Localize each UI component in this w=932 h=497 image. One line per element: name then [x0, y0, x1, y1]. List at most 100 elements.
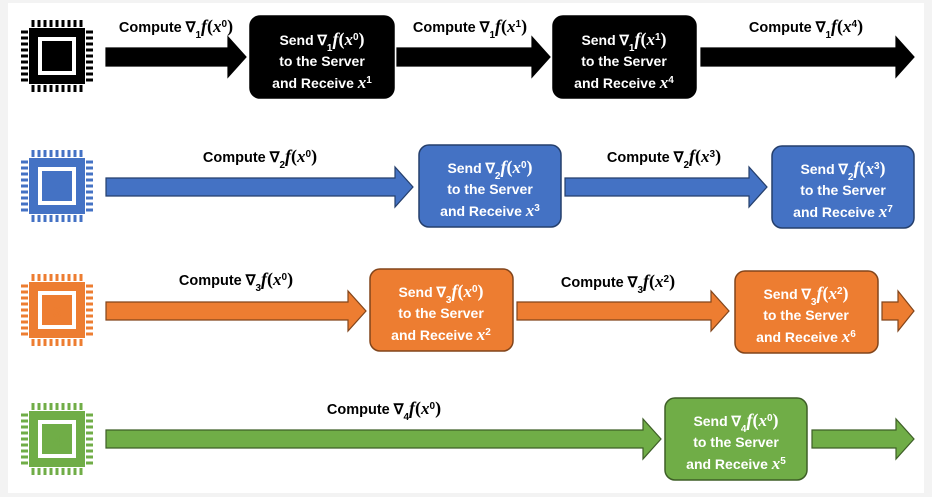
chip-pin: [21, 449, 28, 453]
chip-pin: [21, 178, 28, 182]
chip-pin: [86, 332, 93, 336]
chip-pin: [31, 150, 35, 157]
chip-pin: [21, 160, 28, 164]
chip-pin: [31, 468, 35, 475]
chip-pin: [86, 196, 93, 200]
chip-icon-3: [21, 274, 93, 346]
chip-pin: [86, 296, 93, 300]
chip-pin: [73, 215, 77, 222]
chip-icon-1: [21, 20, 93, 92]
chip-pin: [37, 339, 41, 346]
arrow-4-1: [105, 417, 662, 461]
chip-pin: [21, 302, 28, 306]
chip-pin: [79, 215, 83, 222]
chip-pin: [43, 20, 47, 27]
chip-core: [38, 37, 76, 75]
chip-pin: [43, 403, 47, 410]
chip-pin: [79, 20, 83, 27]
chip-pin: [86, 431, 93, 435]
chip-pin: [86, 290, 93, 294]
chip-pin: [21, 461, 28, 465]
chip-pin: [43, 215, 47, 222]
chip-pin: [21, 30, 28, 34]
chip-icon-4: [21, 403, 93, 475]
chip-pin: [49, 468, 53, 475]
row-2: 2 Compute ∇2f(x0) Compute ∇2f(x3) Send ∇…: [21, 144, 915, 229]
server-line: to the Server: [279, 53, 365, 69]
chip-pin: [37, 403, 41, 410]
chip-label-2: 2: [53, 180, 61, 197]
chip-pin: [43, 274, 47, 281]
chip-pin: [21, 202, 28, 206]
server-line: to the Server: [398, 305, 484, 321]
send-box-1-2: [552, 15, 697, 99]
receive-line: and Receive x7: [793, 202, 893, 221]
chip-pin: [55, 215, 59, 222]
chip-pin: [21, 431, 28, 435]
send-line: Send ∇2f(x3): [800, 158, 885, 183]
arrow-label-4-1: Compute ∇4f(x0): [327, 398, 441, 423]
arrow-1-3: [700, 35, 915, 79]
row-1: 1 Compute ∇1f(x0) Compute ∇1f(x1) Comput…: [21, 15, 915, 99]
receive-line: and Receive x1: [272, 73, 372, 92]
chip-pin: [67, 403, 71, 410]
chip-pin: [67, 339, 71, 346]
arrow-2-1: [105, 165, 414, 209]
chip-pin: [55, 20, 59, 27]
chip-pin: [49, 150, 53, 157]
chip-pin: [86, 166, 93, 170]
chip-pin: [86, 178, 93, 182]
chip-pin: [86, 54, 93, 58]
arrow-label-1-3: Compute ∇1f(x4): [749, 16, 863, 41]
chip-core: [38, 291, 76, 329]
chip-pin: [86, 308, 93, 312]
chip-pin: [86, 72, 93, 76]
arrow-label-2-2: Compute ∇2f(x3): [607, 146, 721, 171]
chip-pin: [21, 332, 28, 336]
send-line: Send ∇4f(x0): [693, 410, 778, 435]
arrow-label-3-2: Compute ∇3f(x2): [561, 271, 675, 296]
server-line: to the Server: [800, 182, 886, 198]
chip-core: [38, 167, 76, 205]
chip-pin: [49, 20, 53, 27]
chip-pin: [86, 78, 93, 82]
chip-pin: [86, 443, 93, 447]
chip-pin: [49, 339, 53, 346]
server-line: to the Server: [447, 181, 533, 197]
chip-pin: [86, 419, 93, 423]
chip-pin: [73, 403, 77, 410]
chip-pin: [73, 85, 77, 92]
chip-pin: [86, 455, 93, 459]
chip-pin: [55, 85, 59, 92]
chip-pin: [37, 468, 41, 475]
chip-pin: [67, 274, 71, 281]
send-box-1-1: [249, 15, 395, 99]
chip-pin: [67, 468, 71, 475]
chip-pin: [37, 20, 41, 27]
chip-pin: [86, 172, 93, 176]
chip-pin: [61, 468, 65, 475]
send-line: Send ∇3f(x0): [398, 281, 483, 306]
chip-pin: [67, 215, 71, 222]
chip-pin: [21, 172, 28, 176]
chip-pin: [79, 274, 83, 281]
arrow-2-2: [564, 165, 768, 209]
chip-pin: [73, 274, 77, 281]
chip-pin: [73, 339, 77, 346]
chip-pin: [21, 60, 28, 64]
chip-pin: [31, 20, 35, 27]
chip-pin: [31, 215, 35, 222]
chip-pin: [79, 85, 83, 92]
chip-pin: [43, 468, 47, 475]
chip-pin: [73, 468, 77, 475]
chip-pin: [86, 461, 93, 465]
chip-pin: [86, 320, 93, 324]
chip-pin: [86, 302, 93, 306]
chip-pin: [86, 284, 93, 288]
chip-pin: [37, 215, 41, 222]
chip-icon-2: [21, 150, 93, 222]
chip-pin: [55, 403, 59, 410]
